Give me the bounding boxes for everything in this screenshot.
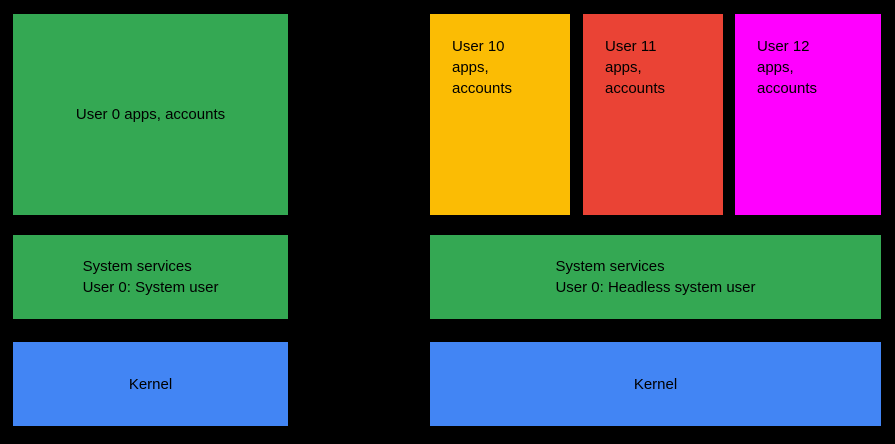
left-kernel-box: Kernel (13, 342, 288, 426)
right-system-services-label: System services User 0: Headless system … (555, 258, 756, 296)
user-11-apps-accounts-box: User 11 apps, accounts (583, 14, 723, 215)
left-system-services-box: System services User 0: System user (13, 235, 288, 319)
user-12-label: User 12 apps, accounts (757, 38, 818, 97)
right-kernel-label: Kernel (633, 375, 678, 393)
left-user0-apps-accounts-box: User 0 apps, accounts (13, 14, 288, 215)
user-12-apps-accounts-box: User 12 apps, accounts (735, 14, 881, 215)
right-system-services-box: System services User 0: Headless system … (430, 235, 881, 319)
user-11-label: User 11 apps, accounts (605, 38, 666, 97)
left-system-services-label: System services User 0: System user (82, 258, 219, 296)
user-10-apps-accounts-box: User 10 apps, accounts (430, 14, 570, 215)
user-10-label: User 10 apps, accounts (452, 38, 513, 97)
left-user0-apps-accounts-label: User 0 apps, accounts (75, 106, 226, 123)
right-kernel-box: Kernel (430, 342, 881, 426)
left-kernel-label: Kernel (128, 375, 173, 393)
